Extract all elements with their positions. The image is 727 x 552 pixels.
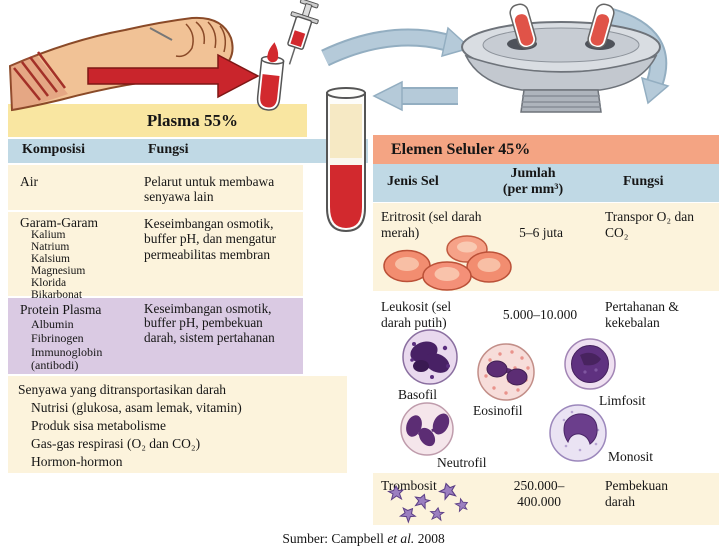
komposisi-garam: Garam-Garam [20, 215, 98, 230]
plasma-row-protein: Protein Plasma Albumin Fibrinogen Immuno… [8, 298, 303, 374]
blood-flow-arrow [87, 53, 260, 99]
leukosit-jenis: Leukosit (sel darah putih) [381, 299, 452, 330]
plasma-header-fungsi: Fungsi [148, 142, 189, 157]
blood-sample-tube-icon [256, 42, 285, 111]
plasma-header-komposisi: Komposisi [22, 142, 86, 157]
protein-item: Albumin [31, 317, 74, 331]
senyawa-item: Produk sisa metabolisme [31, 418, 166, 433]
caption-prefix: Sumber: Campbell [282, 531, 388, 546]
seluler-title: Elemen Seluler 45% [391, 141, 531, 158]
plasma-row-senyawa: Senyawa yang ditransportasikan darah Nut… [8, 376, 347, 473]
komposisi-air: Air [20, 174, 38, 189]
trombosit-fungsi: Pembekuan darah [605, 478, 668, 509]
protein-item: Immunoglobin (antibodi) [31, 345, 103, 372]
label-limfosit: Limfosit [599, 393, 646, 408]
syringe-icon [287, 0, 319, 65]
seluler-header-row: Jenis Sel Jumlah (per mm³) Fungsi [373, 164, 719, 202]
seluler-header-jenis: Jenis Sel [387, 174, 439, 189]
leukosit-jumlah: 5.000–10.000 [502, 307, 578, 322]
eritrosit-fungsi: Transpor O₂ dan CO₂ [605, 209, 694, 240]
garam-item: Bikarbonat [31, 289, 83, 301]
seluler-header-jumlah: Jumlah (per mm³) [502, 166, 564, 197]
senyawa-item: Nutrisi (glukosa, asam lemak, vitamin) [31, 400, 242, 415]
plasma-row-garam: Garam-Garam Kalium Natrium Kalsium Magne… [8, 212, 303, 301]
garam-item: Klorida [31, 277, 67, 289]
fungsi-protein: Keseimbangan osmotik, buffer pH, pembeku… [144, 301, 275, 345]
centrifuge-icon [461, 3, 661, 113]
senyawa-title: Senyawa yang ditransportasikan darah [18, 382, 227, 397]
garam-item: Natrium [31, 241, 70, 253]
label-basofil: Basofil [398, 387, 437, 402]
trombosit-jumlah: 250.000–400.000 [513, 478, 565, 509]
fungsi-garam: Keseimbangan osmotik, buffer pH, dan men… [144, 216, 277, 262]
leukosit-fungsi: Pertahanan & kekebalan [605, 299, 679, 330]
plasma-title-bar: Plasma 55% [8, 104, 307, 137]
komposisi-protein: Protein Plasma [20, 302, 102, 317]
arm-icon [8, 16, 234, 112]
centrifuge-tube-left [509, 3, 537, 49]
garam-item: Kalsium [31, 253, 70, 265]
centrifuge-tube-right [587, 3, 615, 49]
caption-suffix: 2008 [414, 531, 445, 546]
seluler-title-bar: Elemen Seluler 45% [373, 135, 719, 164]
eritrosit-jenis: Eritrosit (sel darah merah) [381, 209, 482, 240]
seluler-row-leukosit: Leukosit (sel darah putih) 5.000–10.000 … [373, 293, 719, 471]
plasma-title: Plasma 55% [146, 111, 239, 130]
seluler-row-eritrosit: Eritrosit (sel darah merah) 5–6 juta Tra… [373, 203, 719, 291]
label-neutrofil: Neutrofil [437, 455, 487, 470]
seluler-header-fungsi: Fungsi [623, 174, 664, 189]
seluler-row-trombosit: Trombosit 250.000–400.000 Pembekuan dara… [373, 473, 719, 525]
garam-item: Kalium [31, 229, 66, 241]
caption-etal: et al. [387, 531, 415, 546]
fungsi-air: Pelarut untuk membawa senyawa lain [144, 174, 275, 205]
garam-item: Magnesium [31, 265, 86, 277]
plasma-header-row: Komposisi Fungsi [8, 139, 368, 163]
label-eosinofil: Eosinofil [473, 403, 523, 418]
source-caption: Sumber: Campbell et al. 2008 [0, 531, 727, 547]
flow-arrows [321, 5, 670, 112]
label-monosit: Monosit [608, 449, 654, 464]
senyawa-item: Hormon-hormon [31, 454, 123, 469]
trombosit-jenis: Trombosit [381, 478, 437, 493]
protein-item: Fibrinogen [31, 331, 84, 345]
plasma-row-air: Air Pelarut untuk membawa senyawa lain [8, 165, 303, 210]
eritrosit-jumlah: 5–6 juta [519, 225, 563, 240]
senyawa-item: Gas-gas respirasi (O₂ dan CO₂) [31, 436, 201, 451]
